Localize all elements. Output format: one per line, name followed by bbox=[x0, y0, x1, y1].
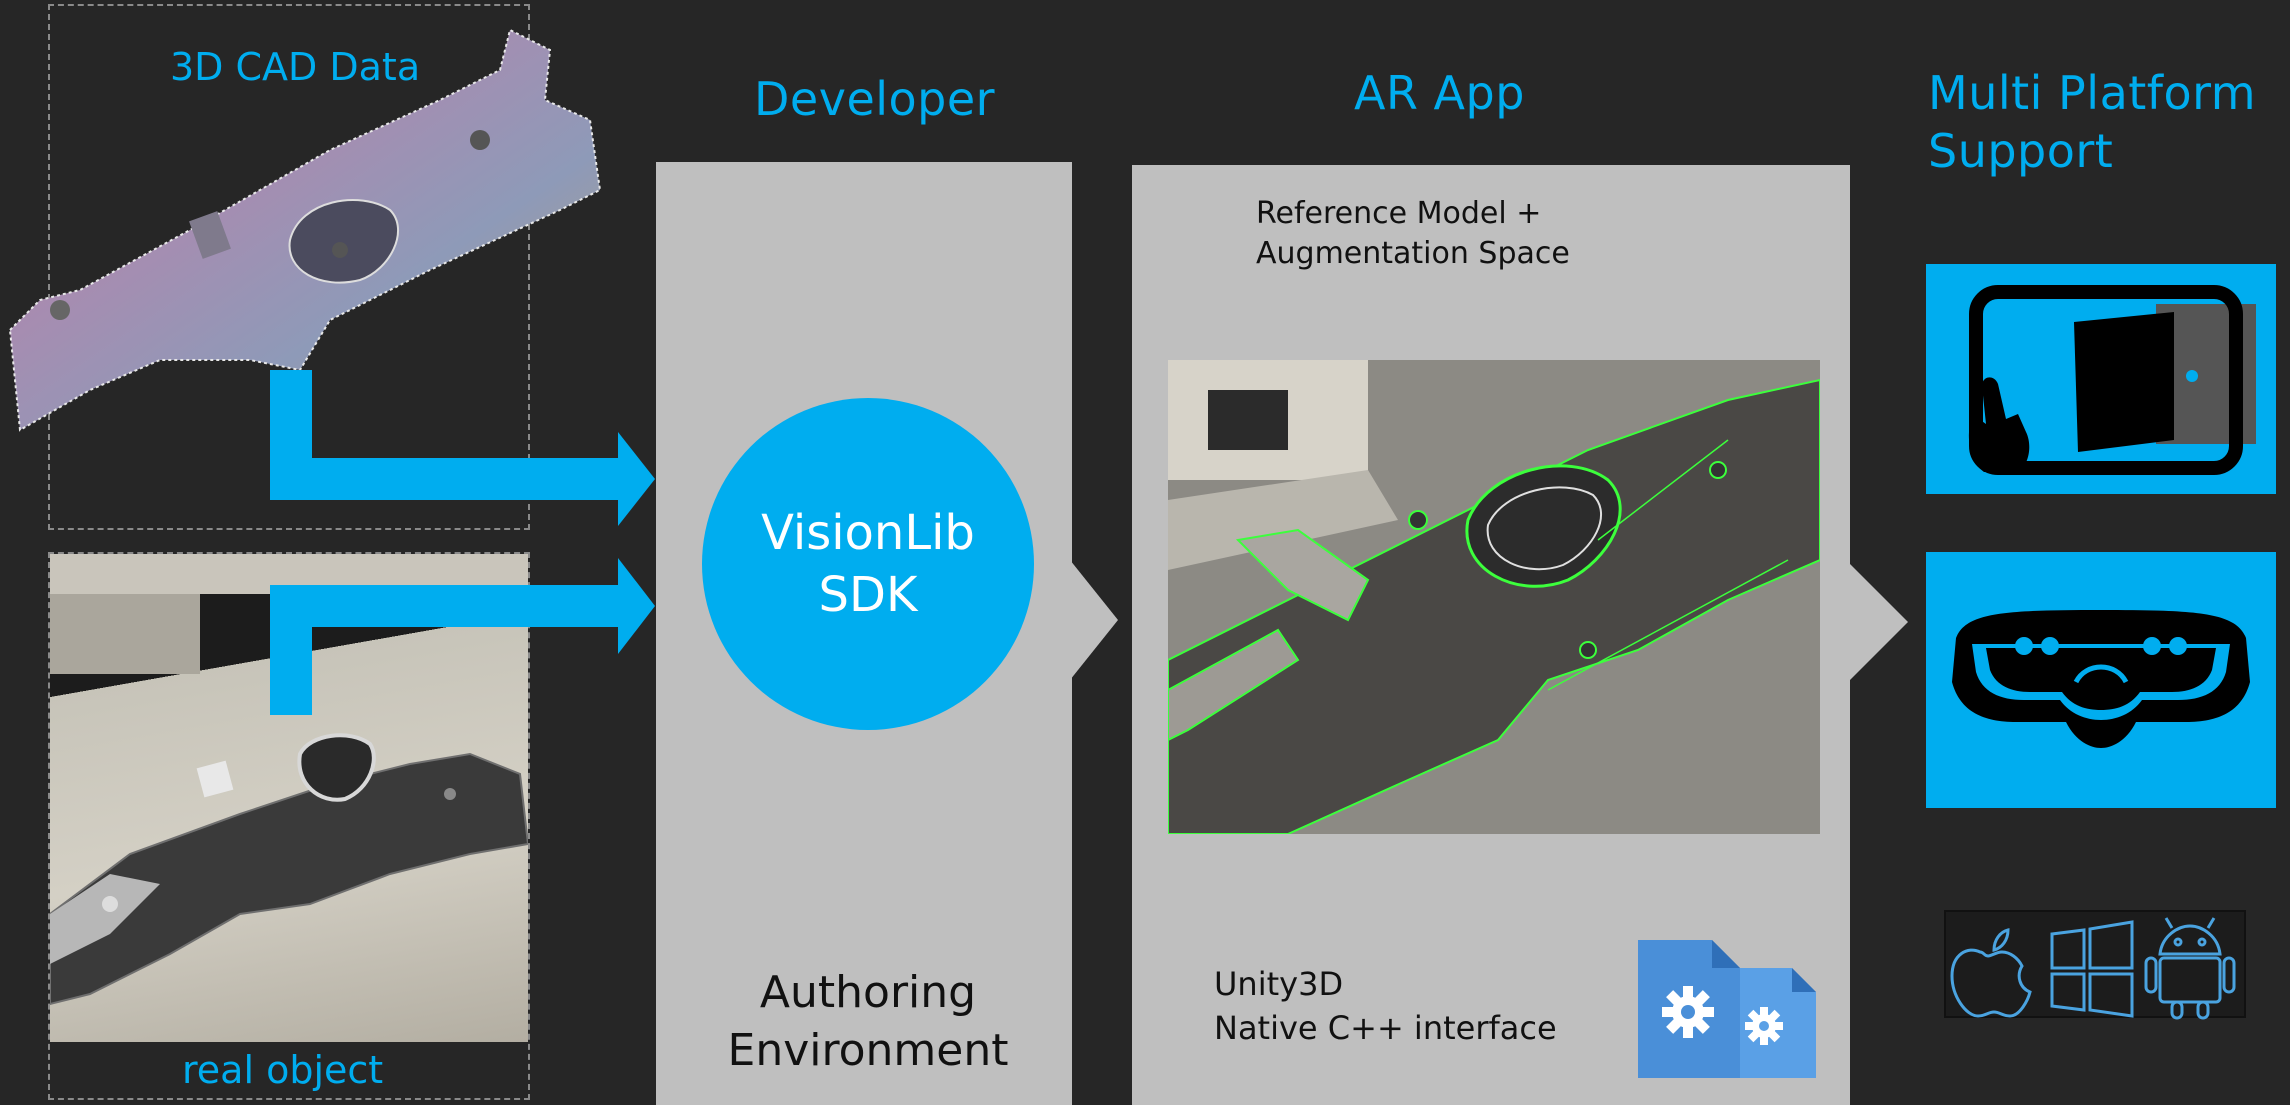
tablet-tile bbox=[1926, 264, 2276, 494]
sdk-line-1: VisionLib bbox=[761, 505, 975, 561]
developer-to-ar-chevron bbox=[1070, 560, 1118, 680]
android-icon bbox=[2144, 917, 2236, 1020]
authoring-line-2: Environment bbox=[727, 1025, 1009, 1076]
real-object-box bbox=[48, 552, 530, 1100]
developer-heading: Developer bbox=[754, 72, 996, 126]
cad-model-image bbox=[8, 28, 602, 432]
reference-line-2: Augmentation Space bbox=[1256, 236, 1570, 271]
ar-app-heading: AR App bbox=[1354, 66, 1525, 120]
authoring-environment-label: Authoring Environment bbox=[658, 964, 1078, 1080]
visionlib-sdk-circle: VisionLib SDK bbox=[702, 398, 1034, 730]
hololens-tile bbox=[1926, 552, 2276, 808]
sdk-line-2: SDK bbox=[818, 567, 918, 623]
input-arrows bbox=[270, 370, 655, 715]
tablet-icon bbox=[1968, 285, 2256, 475]
reference-line-1: Reference Model + bbox=[1256, 196, 1542, 231]
real-object-label: real object bbox=[182, 1048, 384, 1092]
apple-icon bbox=[1950, 928, 2032, 1018]
unity-line-2: Native C++ interface bbox=[1214, 1009, 1557, 1047]
ar-to-platform-chevron bbox=[1848, 562, 1908, 682]
cad-data-box bbox=[48, 4, 530, 530]
os-logos-box bbox=[1944, 910, 2246, 1020]
reference-model-label: Reference Model + Augmentation Space bbox=[1256, 194, 1570, 274]
platform-line-1: Multi Platform bbox=[1928, 66, 2257, 120]
gear-file-icon bbox=[1638, 940, 1816, 1078]
unity-line-1: Unity3D bbox=[1214, 965, 1344, 1003]
authoring-line-1: Authoring bbox=[759, 967, 977, 1018]
ar-tracking-photo bbox=[1168, 360, 1820, 834]
windows-icon bbox=[2050, 920, 2134, 1018]
hololens-icon bbox=[1952, 610, 2250, 748]
cad-data-label: 3D CAD Data bbox=[170, 45, 421, 89]
multi-platform-heading: Multi Platform Support bbox=[1928, 64, 2256, 180]
unity-label: Unity3D Native C++ interface bbox=[1214, 962, 1557, 1050]
platform-line-2: Support bbox=[1928, 124, 2114, 178]
